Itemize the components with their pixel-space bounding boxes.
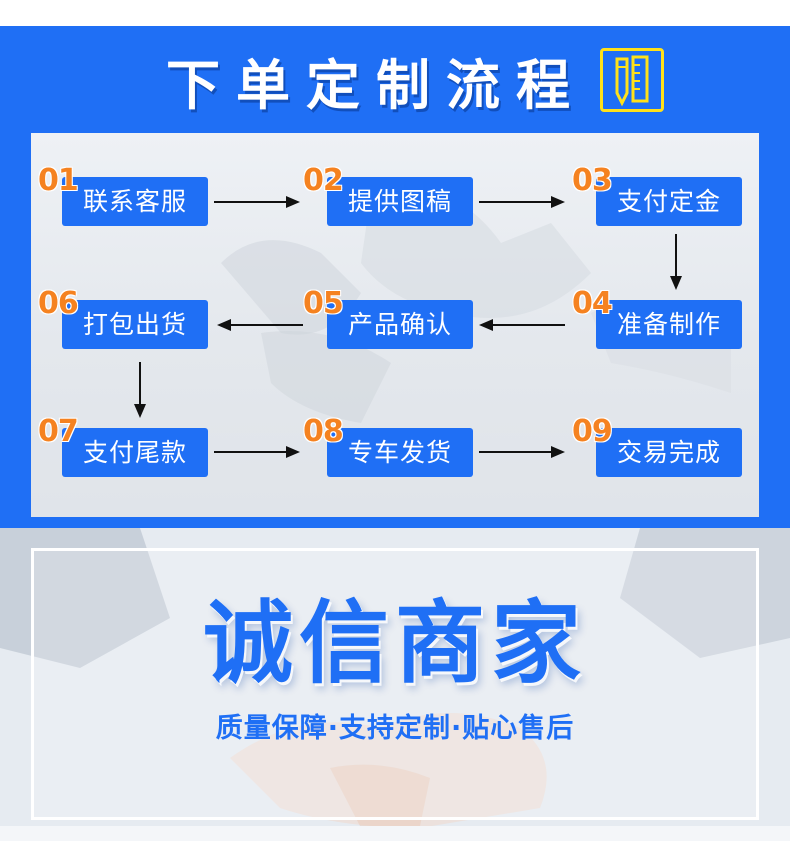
step-label: 打包出货 [62, 300, 208, 349]
step-number: 08 [303, 414, 344, 449]
step-label: 支付尾款 [62, 428, 208, 477]
order-process-section: 下单定制流程 联系客服 01 提供图稿 [0, 26, 790, 528]
arrow-right-icon [479, 195, 565, 209]
step-number: 06 [38, 286, 79, 321]
trusted-merchant-section: 诚信商家 质量保障·支持定制·贴心售后 [0, 528, 790, 841]
arrow-down-icon [669, 234, 683, 290]
top-strip [0, 0, 790, 26]
step-number: 04 [572, 286, 613, 321]
pencil-ruler-icon [600, 48, 664, 112]
arrow-right-icon [479, 445, 565, 459]
step-label: 交易完成 [596, 428, 742, 477]
process-title: 下单定制流程 [166, 53, 586, 117]
arrow-down-icon [133, 362, 147, 418]
step-number: 01 [38, 163, 79, 198]
trust-subtitle: 质量保障·支持定制·贴心售后 [215, 713, 575, 744]
trust-title: 诚信商家 [203, 591, 587, 696]
bottom-strip [0, 826, 790, 841]
step-label: 提供图稿 [327, 177, 473, 226]
step-number: 09 [572, 414, 613, 449]
arrow-left-icon [479, 318, 565, 332]
process-header: 下单定制流程 [0, 26, 790, 134]
process-flow-panel: 联系客服 01 提供图稿 02 支付定金 03 打包出货 06 产品确认 05 … [31, 133, 759, 517]
step-number: 02 [303, 163, 344, 198]
step-label: 准备制作 [596, 300, 742, 349]
step-label: 产品确认 [327, 300, 473, 349]
arrow-right-icon [214, 195, 300, 209]
arrow-right-icon [214, 445, 300, 459]
step-number: 05 [303, 286, 344, 321]
handshake-background-image [0, 528, 790, 841]
step-label: 专车发货 [327, 428, 473, 477]
trust-frame [31, 548, 759, 820]
step-label: 支付定金 [596, 177, 742, 226]
arrow-left-icon [217, 318, 303, 332]
step-number: 03 [572, 163, 613, 198]
step-number: 07 [38, 414, 79, 449]
step-label: 联系客服 [62, 177, 208, 226]
